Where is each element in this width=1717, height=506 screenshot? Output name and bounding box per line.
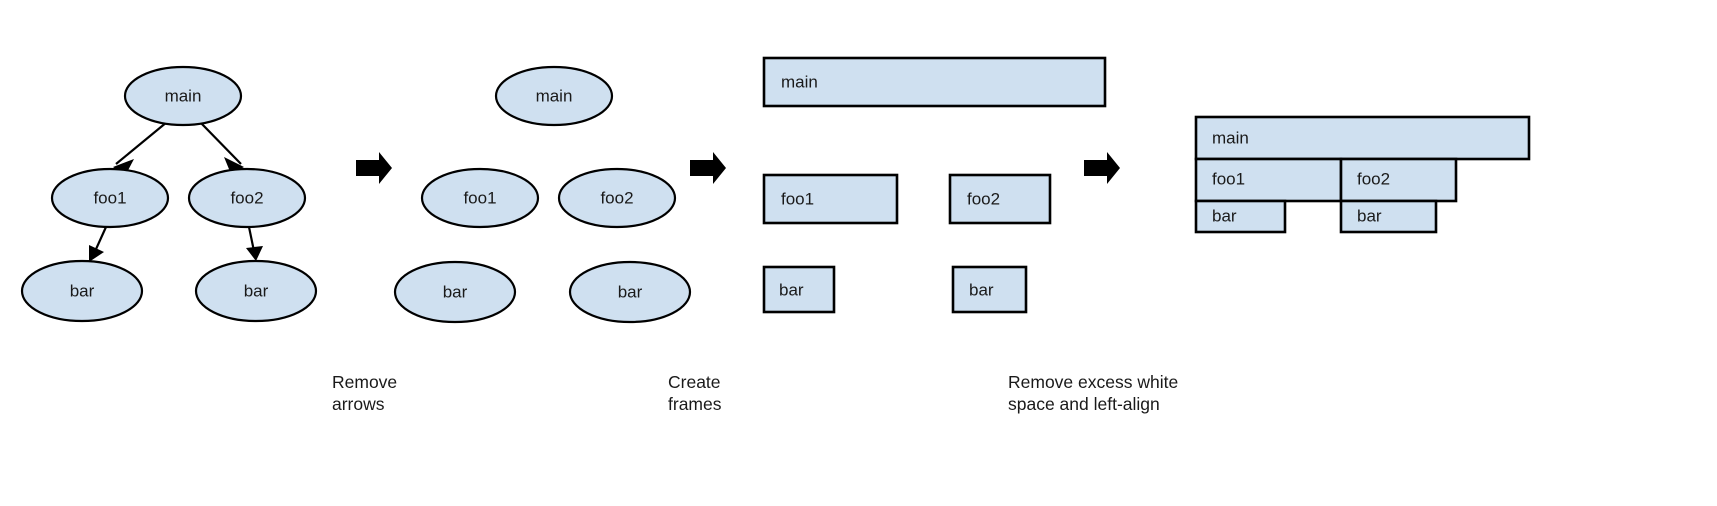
node-label: main <box>165 86 202 105</box>
step-arrow-2 <box>690 152 726 184</box>
caption-remove-arrows: Remove arrows <box>332 372 398 414</box>
arrowhead-main-foo1 <box>113 159 134 176</box>
panel-frames: main foo1 foo2 bar bar <box>762 56 1107 314</box>
tree-edges <box>89 121 263 262</box>
frame-shape-rect <box>1194 157 1343 203</box>
frame-label: foo1 <box>1212 169 1245 188</box>
frame-label: bar <box>969 280 994 299</box>
step-arrow-1 <box>356 152 392 184</box>
frame-foo2[interactable]: foo2 <box>948 173 1052 225</box>
panel-ellipses-no-arrows: main foo1 foo2 bar bar <box>393 65 692 324</box>
frame-shape-rect <box>762 265 836 314</box>
arrowhead-main-foo2 <box>224 157 244 174</box>
frame-bar-left[interactable]: bar <box>1194 199 1287 234</box>
frame-shape-rect <box>762 173 899 225</box>
right-arrow-icon <box>690 152 726 184</box>
frame-label: bar <box>1212 206 1237 225</box>
frame-main[interactable]: main <box>762 56 1107 108</box>
frame-foo1[interactable]: foo1 <box>762 173 899 225</box>
node-shape-ellipse <box>50 167 170 229</box>
frame-foo1[interactable]: foo1 <box>1194 157 1343 203</box>
caption-remove-excess-space: Remove excess white space and left-align <box>1008 372 1179 414</box>
frame-bar-right[interactable]: bar <box>951 265 1028 314</box>
frame-label: main <box>781 72 818 91</box>
frame-label: main <box>1212 128 1249 147</box>
frame-label: foo2 <box>1357 169 1390 188</box>
node-main[interactable]: main <box>123 65 243 127</box>
right-arrow-icon <box>1084 152 1120 184</box>
edge-main-foo2 <box>199 121 242 165</box>
frame-shape-rect <box>951 265 1028 314</box>
frame-label: foo1 <box>781 189 814 208</box>
node-label: foo2 <box>230 188 263 207</box>
node-bar-right[interactable]: bar <box>194 259 318 323</box>
frame-bar-left[interactable]: bar <box>762 265 836 314</box>
panel-tree-with-arrows: main foo1 foo2 bar bar <box>20 65 318 323</box>
frame-shape-rect <box>1194 199 1287 234</box>
frame-shape-rect <box>762 56 1107 108</box>
node-shape-ellipse <box>568 260 692 324</box>
frame-shape-rect <box>948 173 1052 225</box>
frame-main[interactable]: main <box>1194 115 1531 161</box>
node-shape-ellipse <box>123 65 243 127</box>
edge-main-foo1 <box>115 121 168 165</box>
node-shape-ellipse <box>187 167 307 229</box>
node-label: bar <box>618 282 643 301</box>
frame-foo2[interactable]: foo2 <box>1339 157 1458 203</box>
node-shape-ellipse <box>494 65 614 127</box>
node-foo2[interactable]: foo2 <box>557 167 677 229</box>
arrowhead-foo1-bar1 <box>89 245 104 262</box>
node-label: bar <box>443 282 468 301</box>
arrowhead-foo2-bar2 <box>246 246 263 261</box>
right-arrow-icon <box>356 152 392 184</box>
frame-label: foo2 <box>967 189 1000 208</box>
node-label: foo2 <box>600 188 633 207</box>
node-label: bar <box>244 281 269 300</box>
node-foo1[interactable]: foo1 <box>50 167 170 229</box>
frame-bar-right[interactable]: bar <box>1339 199 1438 234</box>
node-shape-ellipse <box>20 259 144 323</box>
node-bar-right[interactable]: bar <box>568 260 692 324</box>
node-shape-ellipse <box>557 167 677 229</box>
node-label: foo1 <box>463 188 496 207</box>
node-foo2[interactable]: foo2 <box>187 167 307 229</box>
node-foo1[interactable]: foo1 <box>420 167 540 229</box>
step-arrow-3 <box>1084 152 1120 184</box>
frame-label: bar <box>779 280 804 299</box>
frame-shape-rect <box>1339 157 1458 203</box>
node-main[interactable]: main <box>494 65 614 127</box>
node-label: foo1 <box>93 188 126 207</box>
node-shape-ellipse <box>393 260 517 324</box>
frame-shape-rect <box>1339 199 1438 234</box>
node-label: main <box>536 86 573 105</box>
node-bar-left[interactable]: bar <box>20 259 144 323</box>
node-shape-ellipse <box>420 167 540 229</box>
node-label: bar <box>70 281 95 300</box>
node-bar-left[interactable]: bar <box>393 260 517 324</box>
node-shape-ellipse <box>194 259 318 323</box>
frame-label: bar <box>1357 206 1382 225</box>
caption-create-frames: Create frames <box>668 372 722 414</box>
panel-left-aligned: main foo1 foo2 bar bar <box>1194 115 1531 234</box>
